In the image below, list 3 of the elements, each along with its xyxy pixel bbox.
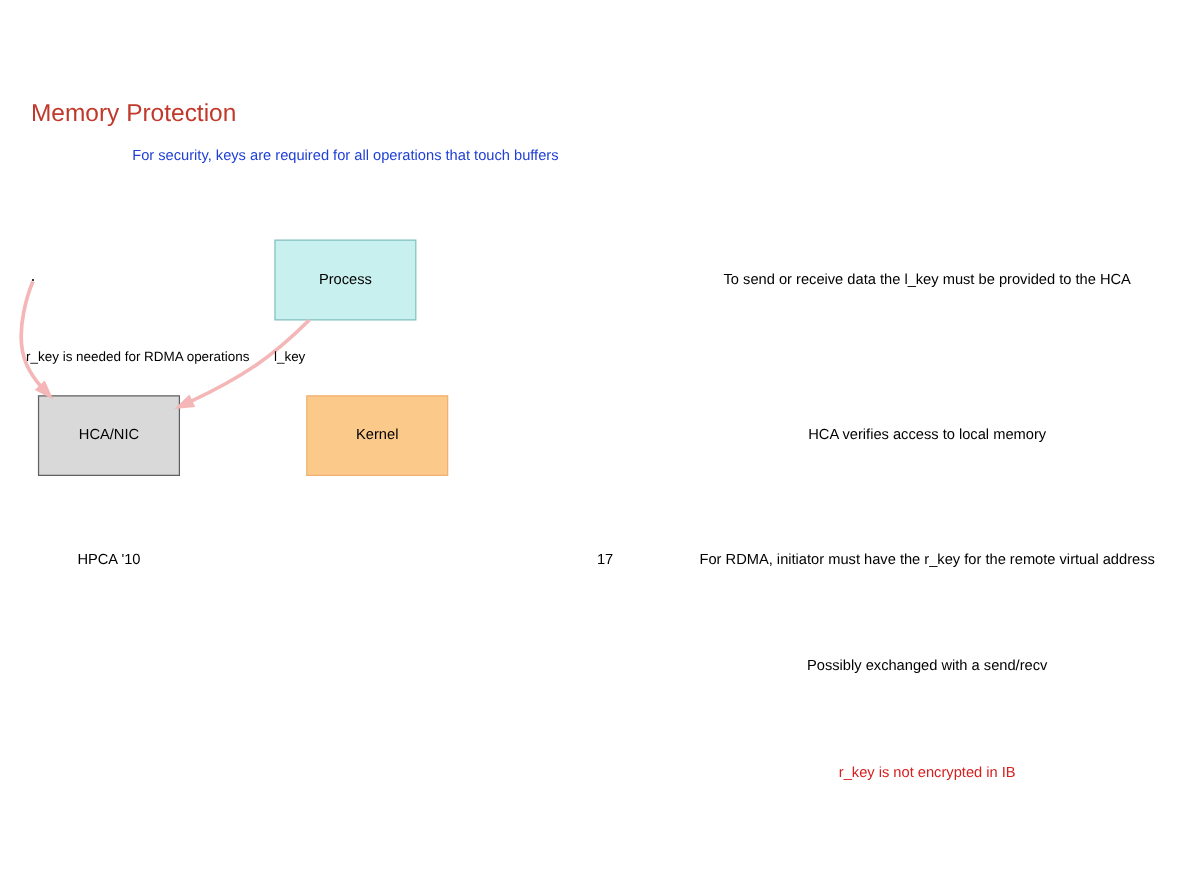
diagram-title: Memory Protection [31,99,237,128]
arrow [174,318,311,409]
arrow [19,280,54,400]
